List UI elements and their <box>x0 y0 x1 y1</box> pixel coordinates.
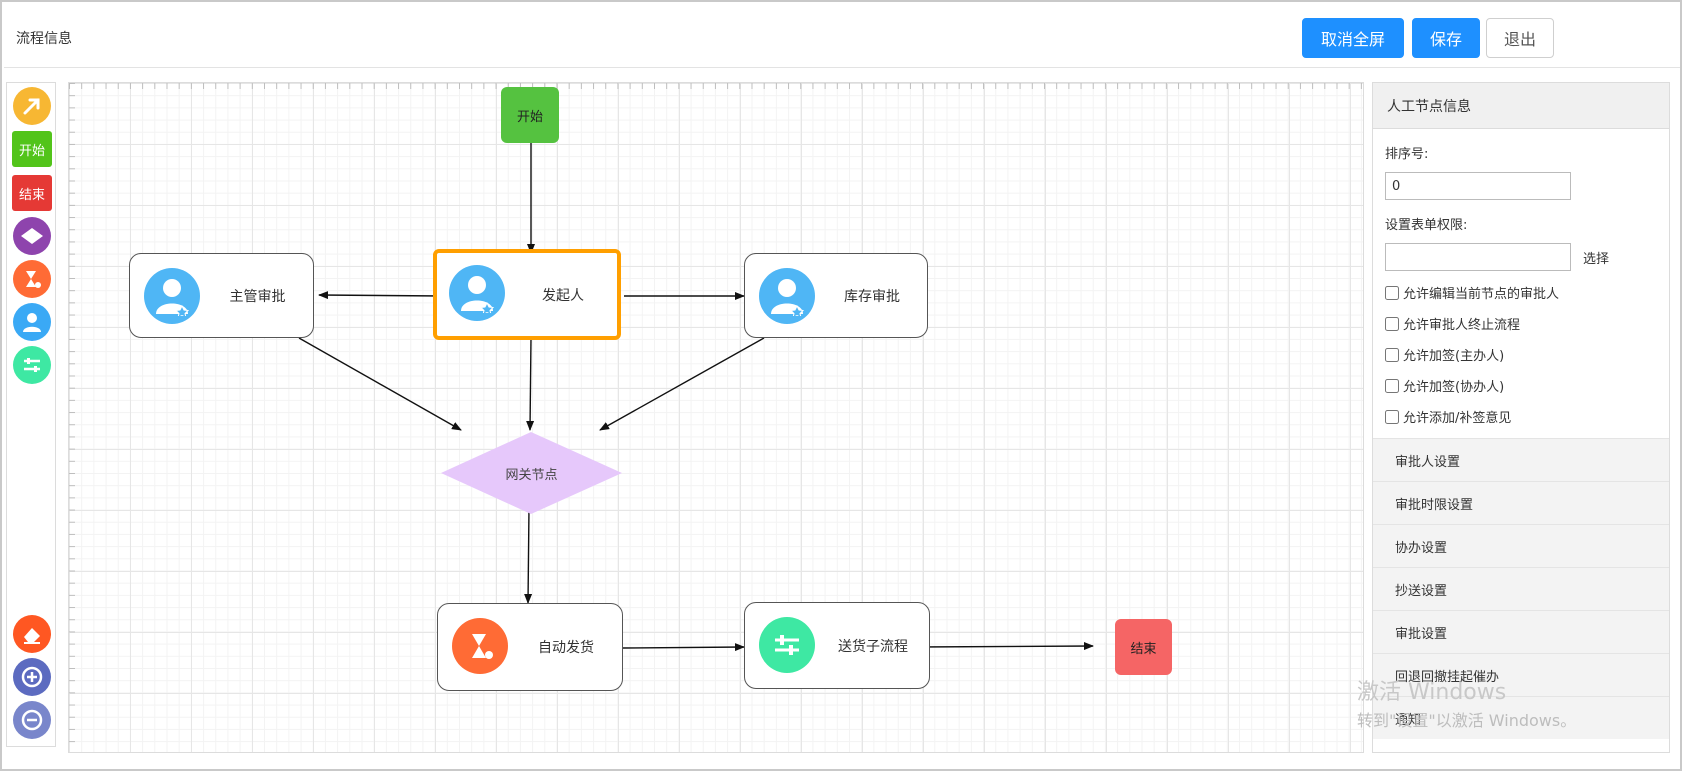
panel-form: 排序号: 设置表单权限: 选择 允许编辑当前节点的审批人 允许审批人终止流程 允… <box>1373 143 1669 426</box>
auto-task-tool[interactable] <box>12 260 52 298</box>
section-approver-settings[interactable]: 审批人设置 <box>1373 438 1669 481</box>
node-label: 发起人 <box>542 287 584 304</box>
section-notification[interactable]: 通知 <box>1373 696 1669 739</box>
form-permission-label: 设置表单权限: <box>1385 218 1468 233</box>
arrow-icon <box>13 87 51 125</box>
panel-title: 人工节点信息 <box>1373 83 1669 129</box>
end-node[interactable]: 结束 <box>1115 619 1172 675</box>
checkbox-add-opinion[interactable]: 允许添加/补签意见 <box>1385 407 1657 426</box>
section-assist-settings[interactable]: 协办设置 <box>1373 524 1669 567</box>
eraser-icon <box>13 615 51 653</box>
checkbox-input[interactable] <box>1385 409 1399 424</box>
checkbox-terminate-flow[interactable]: 允许审批人终止流程 <box>1385 314 1657 333</box>
node-label: 网关节点 <box>505 467 558 483</box>
vertical-ruler <box>69 83 81 752</box>
horizontal-ruler <box>69 83 1363 95</box>
user-task-icon <box>13 303 51 341</box>
order-input[interactable] <box>1385 172 1571 200</box>
zoom-out-icon <box>13 701 51 739</box>
tool-palette: 开始 结束 <box>6 82 56 747</box>
gateway-tool[interactable] <box>12 217 52 255</box>
subprocess-icon <box>759 617 815 673</box>
section-time-limit[interactable]: 审批时限设置 <box>1373 481 1669 524</box>
eraser-tool[interactable] <box>12 615 52 653</box>
checkbox-input[interactable] <box>1385 285 1399 300</box>
user-task-tool[interactable] <box>12 303 52 341</box>
edge-gateway-autoship <box>524 506 533 604</box>
activation-watermark-title: 激活 Windows <box>1357 680 1507 705</box>
select-button[interactable]: 选择 <box>1583 251 1610 267</box>
zoom-in-icon <box>13 658 51 696</box>
checkbox-input[interactable] <box>1385 378 1399 393</box>
end-tool-label: 结束 <box>12 175 52 211</box>
user-avatar-icon <box>449 265 505 321</box>
start-node-tool[interactable]: 开始 <box>12 130 52 168</box>
header-bar: 流程信息 取消全屏 保存 退出 <box>4 4 1680 68</box>
node-label: 送货子流程 <box>838 638 908 655</box>
auto-task-icon <box>452 618 508 674</box>
zoom-out-tool[interactable] <box>12 701 52 739</box>
properties-panel: 人工节点信息 排序号: 设置表单权限: 选择 允许编辑当前节点的审批人 允许审批… <box>1372 82 1670 753</box>
edge-stock-gateway <box>599 337 765 431</box>
gateway-icon <box>13 217 51 255</box>
edge-autoship-subprocess <box>622 643 745 652</box>
cancel-fullscreen-button[interactable]: 取消全屏 <box>1302 18 1404 58</box>
user-avatar-icon <box>144 268 200 324</box>
edge-subprocess-end <box>915 642 1094 651</box>
stock-approval-node[interactable]: 库存审批 <box>744 253 928 338</box>
node-label: 主管审批 <box>229 288 286 305</box>
gateway-diamond <box>441 432 622 514</box>
node-label: 自动发货 <box>538 640 594 656</box>
section-approval-settings[interactable]: 审批设置 <box>1373 610 1669 653</box>
start-tool-label: 开始 <box>12 131 52 167</box>
checkbox-input[interactable] <box>1385 316 1399 331</box>
form-permission-input[interactable] <box>1385 243 1571 271</box>
save-button[interactable]: 保存 <box>1412 18 1480 58</box>
checkbox-add-sign-assist[interactable]: 允许加签(协办人) <box>1385 376 1657 395</box>
zoom-in-tool[interactable] <box>12 658 52 696</box>
checkbox-input[interactable] <box>1385 347 1399 362</box>
page-title: 流程信息 <box>16 31 72 47</box>
section-rollback-settings[interactable]: 回退回撤挂起催办 <box>1373 653 1669 696</box>
order-label: 排序号: <box>1385 147 1429 162</box>
subprocess-tool[interactable] <box>12 346 52 384</box>
subprocess-icon <box>13 346 51 384</box>
user-avatar-icon <box>759 268 815 324</box>
edge-manager-gateway <box>298 337 462 431</box>
end-node-tool[interactable]: 结束 <box>12 174 52 212</box>
checkbox-add-sign-main[interactable]: 允许加签(主办人) <box>1385 345 1657 364</box>
start-node[interactable]: 开始 <box>501 87 559 143</box>
initiator-node[interactable]: 发起人 <box>433 249 621 340</box>
auto-task-icon <box>13 260 51 298</box>
auto-ship-node[interactable]: 自动发货 <box>437 603 623 691</box>
edge-initiator-manager <box>318 291 444 300</box>
exit-button[interactable]: 退出 <box>1486 18 1554 58</box>
edge-initiator-gateway <box>526 337 535 431</box>
gateway-node[interactable]: 网关节点 <box>439 430 624 516</box>
activation-watermark-text: 转到"设置"以激活 Windows。 <box>1357 711 1577 730</box>
ship-subprocess-node[interactable]: 送货子流程 <box>744 602 930 689</box>
node-label: 库存审批 <box>844 288 900 305</box>
flow-edges <box>298 143 1094 652</box>
connector-tool[interactable] <box>12 87 52 125</box>
checkbox-edit-approver[interactable]: 允许编辑当前节点的审批人 <box>1385 283 1657 302</box>
manager-approval-node[interactable]: 主管审批 <box>129 253 314 338</box>
section-cc-settings[interactable]: 抄送设置 <box>1373 567 1669 610</box>
panel-sections: 审批人设置 审批时限设置 协办设置 抄送设置 审批设置 回退回撤挂起催办 通知 <box>1373 438 1669 739</box>
flow-canvas[interactable]: 开始 主管审批 发起人 库存审批 网关节点 <box>68 82 1364 753</box>
